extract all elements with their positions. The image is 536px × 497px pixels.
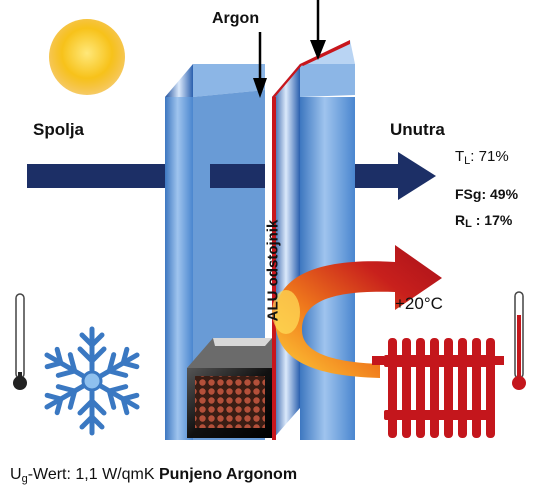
snowflake-icon [41, 326, 143, 433]
cold-thermometer-icon [13, 293, 27, 390]
argon-arrows [253, 0, 326, 98]
argon-label: Argon [212, 10, 260, 27]
fsg-value: FSg: 49% [455, 186, 519, 202]
radiator-icon [372, 338, 504, 438]
tl-value: TL: 71% [455, 148, 509, 167]
tl-number: : 71% [470, 148, 509, 165]
tl-main: T [455, 148, 465, 165]
footer-u-sub: g [21, 473, 28, 485]
footer-ug-value: Ug-Wert: 1,1 W/qmK Punjeno Argonom [10, 466, 297, 485]
spacer-label: ALU odstojnik [264, 219, 282, 322]
footer-u-main: U [10, 466, 22, 483]
footer-argon-fill: Punjeno Argonom [158, 466, 298, 483]
heat-arrow-icon [272, 245, 442, 378]
alu-spacer [187, 338, 272, 438]
inside-label: Unutra [390, 120, 445, 139]
rl-main: R [455, 212, 466, 228]
inside-temperature: +20°C [395, 294, 443, 313]
warm-thermometer-icon [512, 291, 526, 390]
sun-icon [49, 19, 125, 95]
footer-wert: -Wert: 1,1 W/qmK [27, 466, 155, 483]
outside-label: Spolja [33, 120, 85, 139]
rl-sub: L [465, 218, 472, 230]
rl-number: : 17% [471, 212, 513, 228]
tl-sub: L [464, 155, 471, 167]
inner-glass-pane [272, 40, 355, 440]
rl-value: RL : 17% [455, 212, 512, 230]
